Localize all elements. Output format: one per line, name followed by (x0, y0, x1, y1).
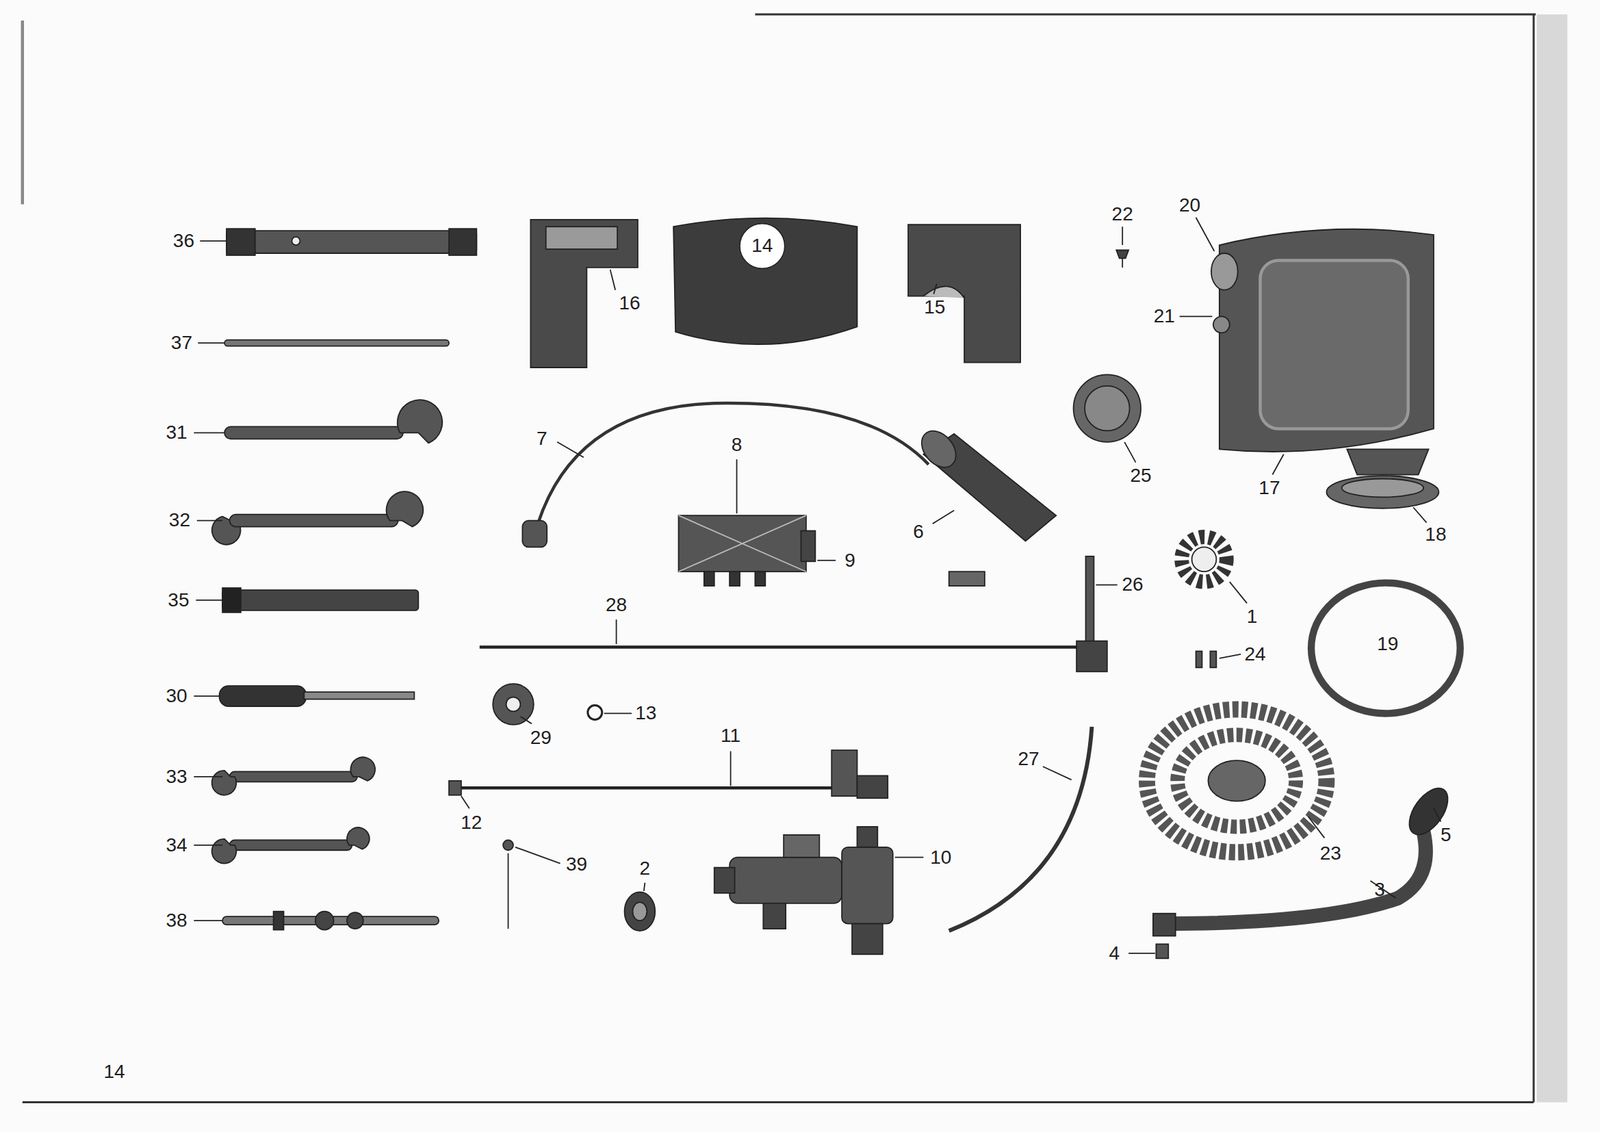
callout-number: 16 (618, 293, 640, 313)
callout-number: 30 (165, 686, 187, 706)
callout-number: 14 (751, 236, 773, 256)
callout-number: 35 (167, 590, 189, 610)
callout-number: 19 (1376, 634, 1399, 654)
callout-number: 12 (460, 813, 482, 833)
callout-number: 24 (1244, 644, 1266, 664)
callout-number: 13 (635, 703, 657, 723)
callout-number: 37 (171, 333, 193, 353)
callout-number: 33 (165, 767, 187, 787)
callout-number: 28 (605, 595, 627, 615)
callout-number: 5 (1440, 825, 1452, 845)
callout-number: 7 (536, 429, 548, 449)
callout-number: 15 (923, 297, 946, 317)
callout-number: 29 (530, 728, 552, 748)
callout-number: 27 (1017, 749, 1039, 769)
callout-number: 21 (1153, 306, 1176, 326)
callout-number: 22 (1112, 204, 1134, 224)
callout-number: 39 (565, 854, 588, 874)
callout-number: 17 (1258, 478, 1280, 498)
callout-number: 23 (1320, 843, 1342, 863)
callout-number: 8 (731, 435, 743, 455)
page-number: 14 (103, 1062, 125, 1082)
callout-number: 9 (844, 550, 856, 571)
callout-number: 2 (639, 858, 651, 879)
callout-number: 34 (165, 835, 187, 855)
callout-number: 36 (173, 231, 195, 251)
callout-number: 18 (1424, 524, 1447, 545)
callout-number: 25 (1129, 466, 1152, 486)
callout-number: 6 (912, 522, 924, 542)
callout-number: 38 (165, 910, 187, 931)
callout-number: 10 (930, 847, 952, 868)
callout-number: 3 (1374, 880, 1386, 900)
callout-number: 1 (1246, 607, 1258, 627)
callout-number: 32 (169, 510, 191, 530)
callout-number: 31 (165, 422, 187, 443)
callout-number: 20 (1179, 195, 1201, 215)
callout-number: 26 (1122, 574, 1144, 595)
callout-number: 11 (720, 726, 741, 746)
callout-number: 4 (1108, 943, 1120, 963)
